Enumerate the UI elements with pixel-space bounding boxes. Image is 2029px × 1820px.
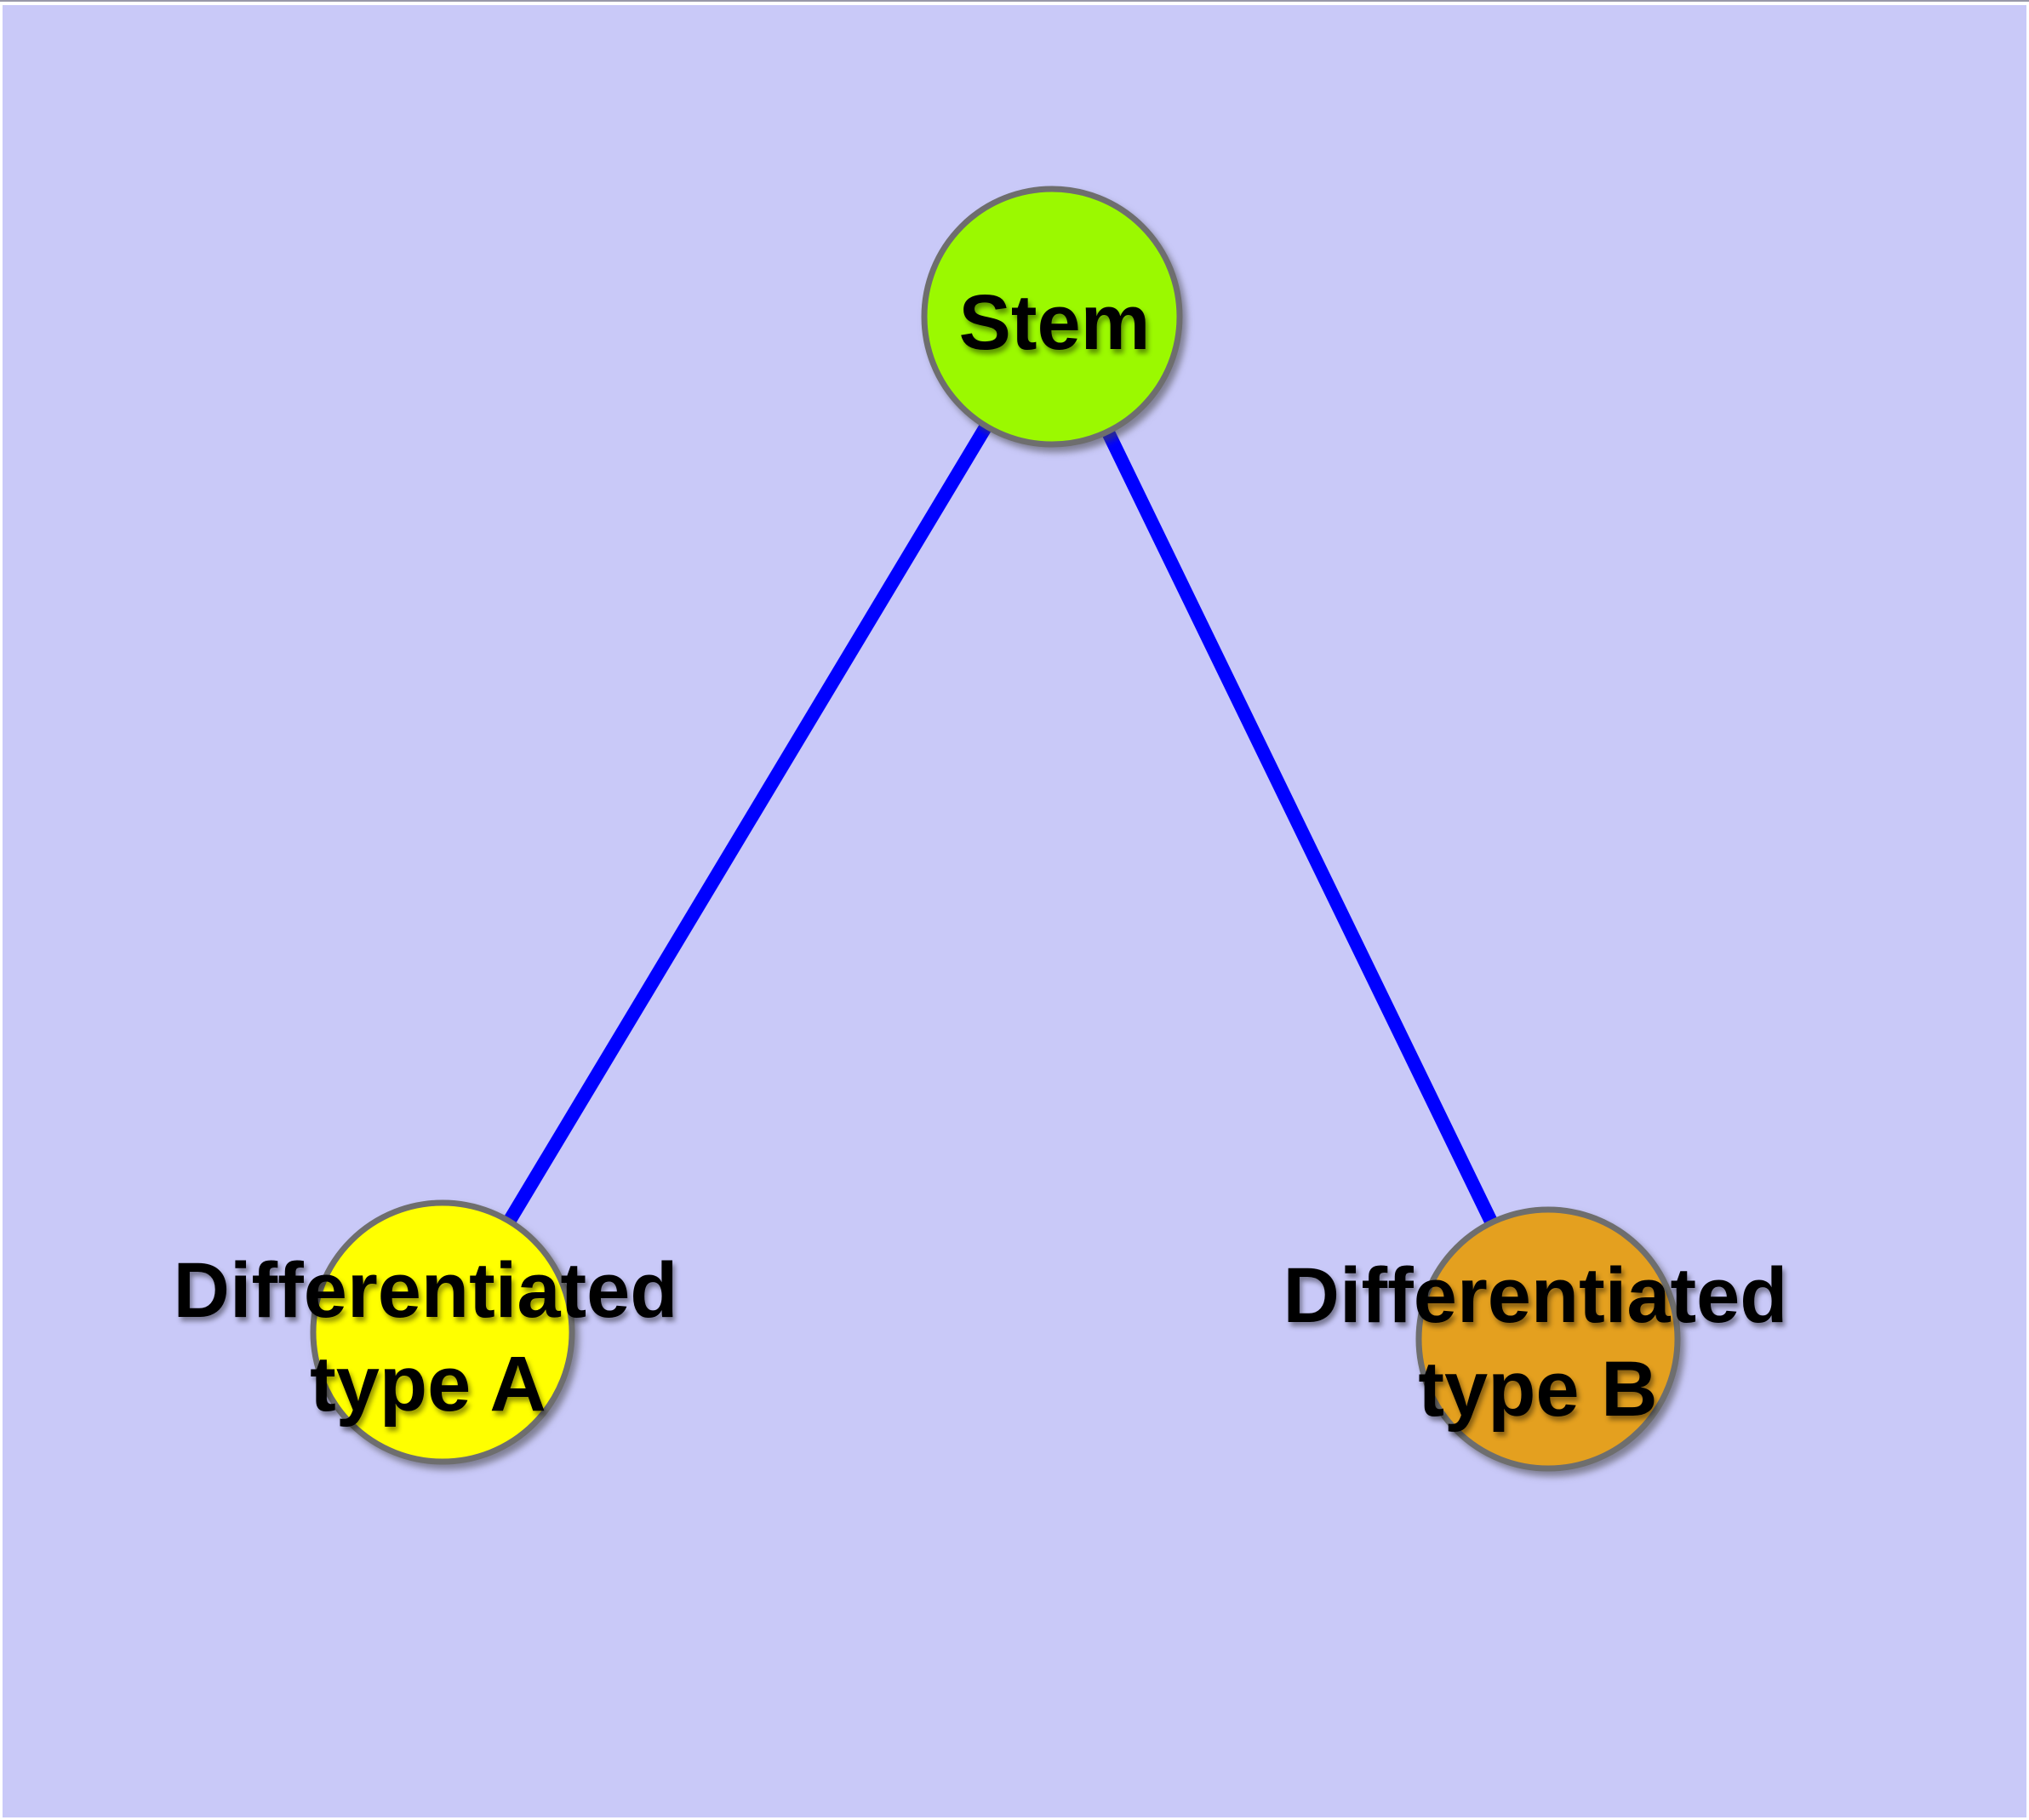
top-hairline [0, 0, 2029, 2]
node-type-a-label-line1: Differentiated [174, 1247, 678, 1334]
node-differentiated-type-b: Differentiated type B [1283, 1206, 1788, 1472]
node-type-a-circle [310, 1199, 575, 1465]
node-differentiated-type-a: Differentiated type A [174, 1199, 678, 1465]
node-type-a-label-line2: type A [310, 1341, 546, 1428]
edge-group [437, 312, 1555, 1342]
node-stem: Stem [921, 186, 1183, 448]
node-stem-circle [921, 186, 1183, 448]
node-type-b-circle [1415, 1206, 1681, 1472]
node-stem-label: Stem [959, 279, 1151, 366]
edge-stem-to-type-a [437, 312, 1058, 1336]
edge-stem-to-type-b [1045, 313, 1555, 1342]
node-type-b-label-line1: Differentiated [1283, 1252, 1788, 1339]
node-type-b-label-line2: type B [1418, 1346, 1657, 1433]
